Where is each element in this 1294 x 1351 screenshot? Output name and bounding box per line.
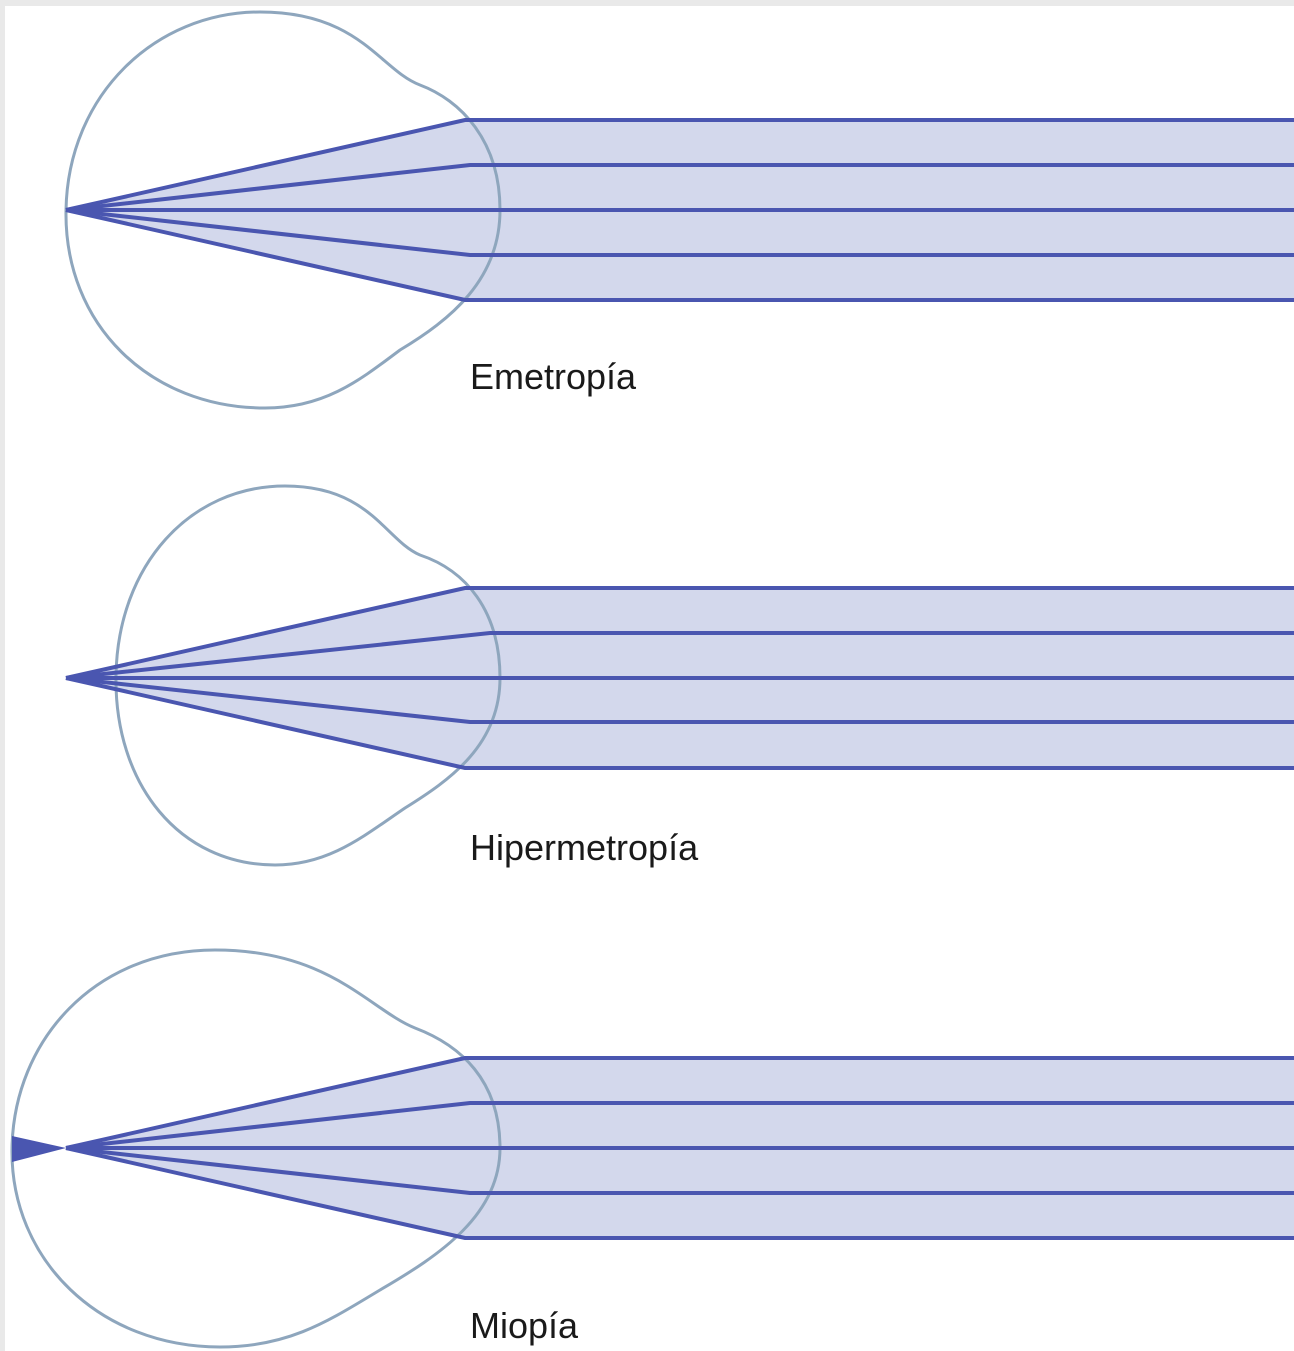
label-miopia: Miopía bbox=[470, 1305, 578, 1347]
label-hipermetropia: Hipermetropía bbox=[470, 827, 698, 869]
panel-emetropia bbox=[66, 12, 1294, 408]
frame-top bbox=[0, 0, 1294, 6]
frame-left bbox=[0, 0, 5, 1351]
panel-miopia bbox=[12, 950, 1294, 1347]
label-emetropia: Emetropía bbox=[470, 356, 636, 398]
diverging-rays-behind-focus-miopia bbox=[12, 1136, 66, 1162]
panel-hipermetropia bbox=[66, 486, 1294, 865]
